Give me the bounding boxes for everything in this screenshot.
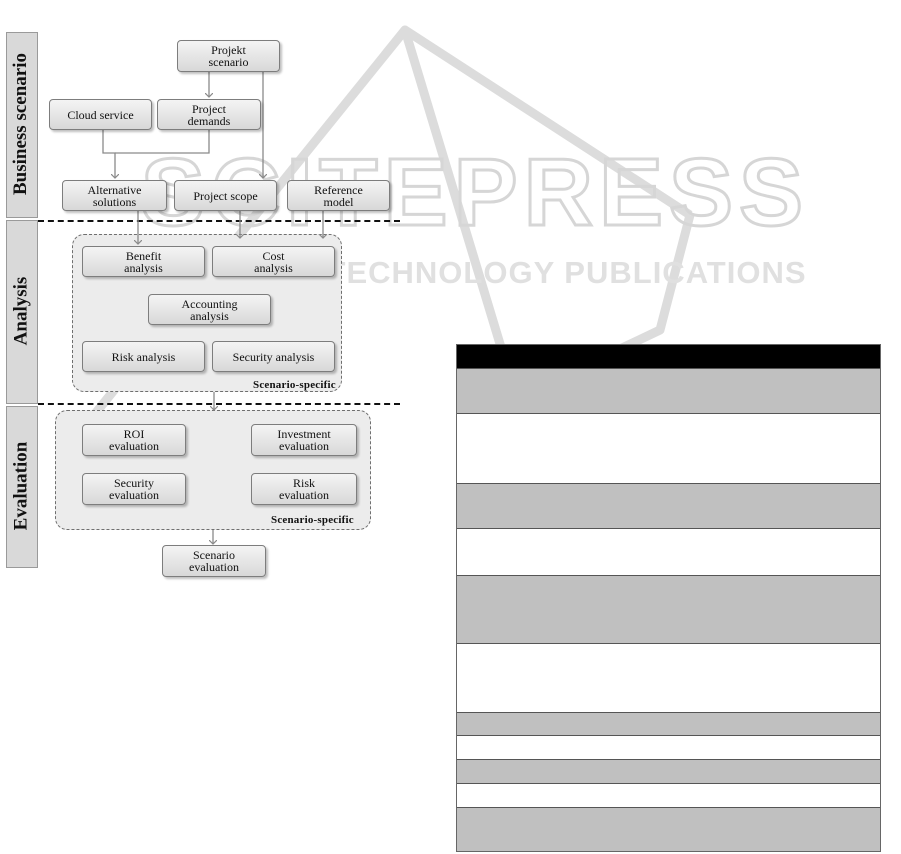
security-evaluation-box: Security evaluation [82,473,186,505]
table-row [457,713,880,736]
project-demands-box: Project demands [157,99,261,130]
table-row [457,760,880,784]
benefit-analysis-box: Benefit analysis [82,246,205,277]
evaluation-region-label: Scenario-specific [271,514,354,526]
table-row [457,369,880,414]
divider-business-analysis [38,220,400,222]
data-table [456,344,881,852]
accounting-analysis-box: Accounting analysis [148,294,271,325]
alternative-solutions-box: Alternative solutions [62,180,167,211]
phase-band-business [6,32,38,218]
investment-evaluation-box: Investment evaluation [251,424,357,456]
table-row [457,414,880,484]
table-row [457,576,880,644]
risk-analysis-box: Risk analysis [82,341,205,372]
table-row [457,484,880,529]
security-analysis-box: Security analysis [212,341,335,372]
table-row [457,529,880,576]
table-row [457,784,880,808]
table-row [457,644,880,713]
roi-evaluation-box: ROI evaluation [82,424,186,456]
risk-evaluation-box: Risk evaluation [251,473,357,505]
table-row [457,736,880,760]
projekt-scenario-box: Projekt scenario [177,40,280,72]
connector-lines [102,72,420,600]
table-header-row [457,345,880,369]
phase-band-evaluation [6,406,38,568]
project-scope-box: Project scope [174,180,277,211]
divider-analysis-evaluation [38,403,400,405]
cost-analysis-box: Cost analysis [212,246,335,277]
table-row [457,808,880,851]
cloud-service-box: Cloud service [49,99,152,130]
analysis-region-label: Scenario-specific [253,379,336,391]
process-diagram: Business scenario Analysis Evaluation Sc… [0,0,420,600]
phase-band-analysis [6,220,38,404]
scenario-evaluation-box: Scenario evaluation [162,545,266,577]
reference-model-box: Reference model [287,180,390,211]
